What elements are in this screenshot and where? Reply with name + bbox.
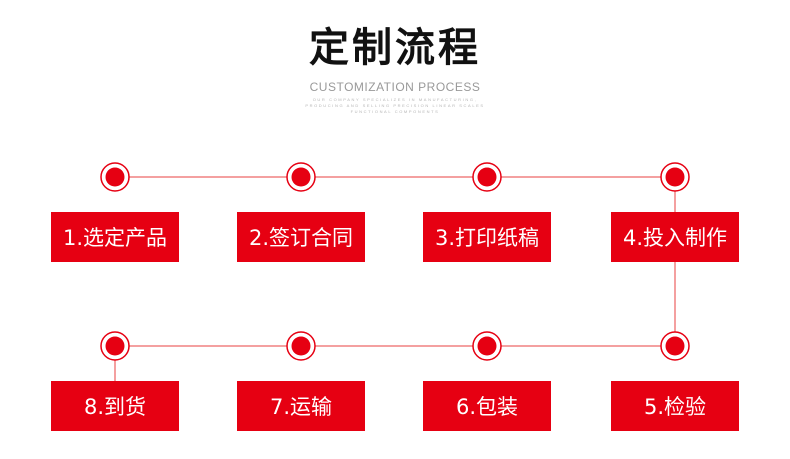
step-8-delivery: 8.到货: [51, 381, 179, 431]
node-3: [472, 162, 502, 192]
step-6-packaging: 6.包装: [423, 381, 551, 431]
fine-print-line-1: OUR COMPANY SPECIALIZES IN MANUFACTURING…: [312, 97, 478, 102]
node-2: [286, 162, 316, 192]
node-8: [100, 331, 130, 361]
node-5: [660, 331, 690, 361]
node-1: [100, 162, 130, 192]
step-2-sign-contract: 2.签订合同: [237, 212, 365, 262]
fine-print-line-2: PRODUCING AND SELLING PRECISION LINEAR S…: [305, 103, 485, 108]
node-4: [660, 162, 690, 192]
node-6: [472, 331, 502, 361]
step-5-inspection: 5.检验: [611, 381, 739, 431]
page-title: 定制流程: [309, 25, 481, 71]
step-4-start-production: 4.投入制作: [611, 212, 739, 262]
node-7: [286, 331, 316, 361]
page-subtitle: CUSTOMIZATION PROCESS: [309, 80, 481, 94]
step-7-transport: 7.运输: [237, 381, 365, 431]
step-3-print-draft: 3.打印纸稿: [423, 212, 551, 262]
step-1-select-product: 1.选定产品: [51, 212, 179, 262]
fine-print-line-3: FUNCTIONAL COMPONENTS: [350, 109, 440, 114]
